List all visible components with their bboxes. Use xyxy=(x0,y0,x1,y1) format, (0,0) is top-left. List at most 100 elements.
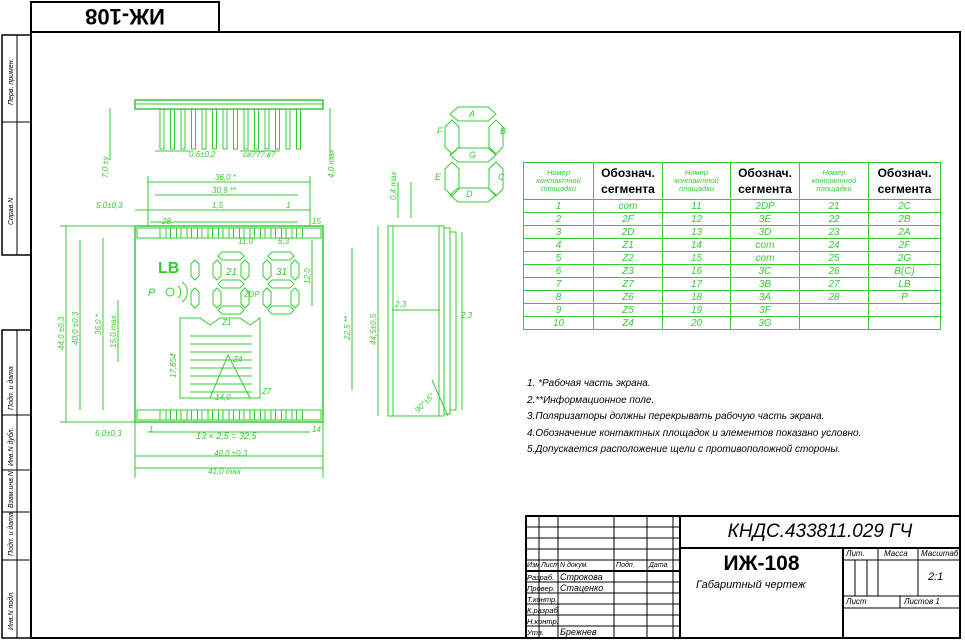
dim-h400: 40,0 ±0,3 xyxy=(71,311,80,345)
header-pad-number-1: Номер контактной площадки xyxy=(523,162,594,200)
pad-number-cell: 2 xyxy=(523,212,594,226)
dim-p63: 6,3 xyxy=(278,237,290,246)
segment-cell: 2D xyxy=(593,225,663,239)
dim-bottom-13x25: 13 × 2,5 = 32,5 xyxy=(196,431,258,441)
svg-text:A: A xyxy=(468,109,475,119)
pad-number-cell: 17 xyxy=(662,277,731,291)
masshtab-label: Масштаб xyxy=(921,549,959,558)
dim-p15b: 15 xyxy=(312,217,321,226)
dim-bottom-14: 14 xyxy=(312,425,321,434)
list-label: Лист xyxy=(846,597,867,606)
dim-left-50: 5,0±0,3 xyxy=(96,201,123,210)
tb-role-row: Провер.Стаценко xyxy=(527,583,680,594)
pins-top-view xyxy=(109,99,331,160)
pad-number-cell: 11 xyxy=(662,199,731,213)
note-item: 3.Поляризаторы должны перекрывать рабочу… xyxy=(527,411,825,422)
segment-table-header: Номер контактной площадки Обознач. сегме… xyxy=(523,162,941,200)
side-strip: Перв. примен. Справ.N Подп. и дата Инв.N… xyxy=(1,34,32,639)
device-subtitle: Габаритный чертеж xyxy=(696,579,806,591)
svg-text:G: G xyxy=(469,150,476,160)
note-item: 1. *Рабочая часть экрана. xyxy=(527,378,651,389)
header-pad-number-3: Номер контактной площадки xyxy=(799,162,869,200)
side-label-4: Инв.N дубл. xyxy=(7,427,15,466)
tb-role: Утв. xyxy=(527,628,545,637)
segment-legend-digit xyxy=(444,106,504,203)
pad-number-cell xyxy=(799,316,869,330)
dim-p1: 1 xyxy=(286,201,290,210)
dim-h120: 12,0 xyxy=(303,268,312,284)
pad-number-cell: 28 xyxy=(799,290,869,304)
dim-side-04: 0,4 тах xyxy=(389,171,398,200)
svg-text:C: C xyxy=(498,172,505,182)
lcd-label-z1: Z1 xyxy=(221,318,231,327)
dim-top-36: 36,0 * xyxy=(215,173,237,182)
dim-bottom-1: 1 xyxy=(149,425,153,434)
tb-role-row: Разраб.Строкова xyxy=(527,572,680,583)
segment-cell: 3F xyxy=(730,303,800,317)
pad-number-cell: 10 xyxy=(523,316,594,330)
dim-h225: 22,5 ** xyxy=(343,315,352,341)
lcd-label-dp: 2DP xyxy=(243,290,260,299)
lcd-label-d3: 31 xyxy=(276,267,287,278)
tb-person: Строкова xyxy=(560,572,603,582)
lcd-label-lb: LB xyxy=(158,260,179,277)
stamp-box xyxy=(30,1,220,33)
dim-h440: 44,0 ±0,3 xyxy=(57,316,66,350)
dim-bottom-400: 40,0 ±0,3 xyxy=(214,449,248,458)
side-label-5: Взам.инв.N xyxy=(8,470,15,508)
pad-number-cell: 27 xyxy=(799,277,869,291)
tb-role: К.разраб. xyxy=(527,606,560,615)
segment-cell: 2B xyxy=(868,212,941,226)
side-label-1: Перв. примен. xyxy=(8,58,15,105)
header-segment-1: Обознач. сегмента xyxy=(593,162,663,200)
dim-h150: 15,0 тах xyxy=(109,314,118,348)
segment-cell: 3B xyxy=(730,277,800,291)
dim-bottom-410: 41,0 тах xyxy=(208,467,242,476)
segment-cell: Z6 xyxy=(593,290,663,304)
segment-cell: 2F xyxy=(593,212,663,226)
segment-cell: Z1 xyxy=(593,238,663,252)
svg-text:F: F xyxy=(437,126,443,136)
lit-label: Лит. xyxy=(846,549,865,558)
pad-number-cell: 25 xyxy=(799,251,869,265)
dim-v140: 14,0 xyxy=(215,393,231,402)
segment-cell: B(C) xyxy=(868,264,941,278)
tb-role-row: К.разраб. xyxy=(527,605,680,616)
listov-label: Листов 1 xyxy=(904,597,940,606)
dim-side-angle: 90°±5° xyxy=(413,390,437,414)
dim-side-445: 44,5±0,5 xyxy=(369,313,378,345)
side-label-2: Справ.N xyxy=(8,197,15,225)
segment-cell: Z4 xyxy=(593,316,663,330)
pad-number-cell: 1 xyxy=(523,199,594,213)
pad-number-cell: 6 xyxy=(523,264,594,278)
segment-cell: com xyxy=(593,199,663,213)
tb-col-headers: Изм Лист N докум. Подп. Дата xyxy=(527,562,680,572)
segment-cell: 2G xyxy=(868,251,941,265)
pad-number-cell: 23 xyxy=(799,225,869,239)
lcd-side-view xyxy=(377,182,463,417)
dim-pin-note: св???.в? xyxy=(243,150,276,159)
segment-cell: Z3 xyxy=(593,264,663,278)
segment-cell: 2C xyxy=(868,199,941,213)
pad-number-cell: 14 xyxy=(662,238,731,252)
segment-cell: 3D xyxy=(730,225,800,239)
pad-number-cell: 9 xyxy=(523,303,594,317)
segment-cell xyxy=(868,316,941,330)
segment-cell: 3C xyxy=(730,264,800,278)
header-segment-3: Обознач. сегмента xyxy=(868,162,941,200)
pad-number-cell: 20 xyxy=(662,316,731,330)
dim-pin-height: 7,0 ±у xyxy=(101,155,110,178)
pad-number-cell xyxy=(799,303,869,317)
segment-table: Номер контактной площадки Обознач. сегме… xyxy=(523,162,941,330)
col-izm: Изм xyxy=(527,562,540,569)
lcd-front-view xyxy=(60,176,353,478)
pad-number-cell: 7 xyxy=(523,277,594,291)
pad-number-cell: 8 xyxy=(523,290,594,304)
pad-number-cell: 13 xyxy=(662,225,731,239)
tb-person: Стаценко xyxy=(560,583,604,593)
tb-role-row: Н.контр. xyxy=(527,616,680,627)
